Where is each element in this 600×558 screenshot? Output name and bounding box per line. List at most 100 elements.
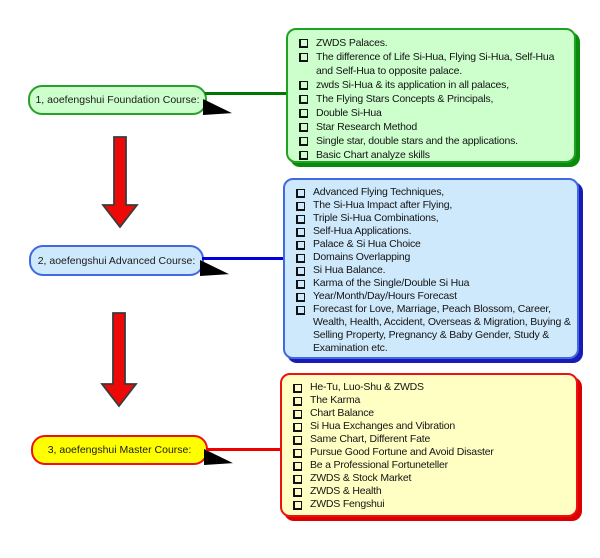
topic-item: The Karma xyxy=(293,394,570,407)
topic-text: Double Si-Hua xyxy=(316,107,382,119)
topic-item: ZWDS Palaces. xyxy=(299,36,568,50)
topic-item: Karma of the Single/Double Si Hua xyxy=(296,277,571,290)
topic-item: Year/Month/Day/Hours Forecast xyxy=(296,290,571,303)
topic-item: Forecast for Love, Marriage, Peach Bloss… xyxy=(296,303,571,355)
topic-text: ZWDS & Stock Market xyxy=(310,472,412,484)
topic-text: The Si-Hua Impact after Flying, xyxy=(313,199,453,211)
topic-text: Si Hua Balance. xyxy=(313,264,386,276)
topic-text: Be a Professional Fortuneteller xyxy=(310,459,448,471)
topic-item: Same Chart, Different Fate xyxy=(293,433,570,446)
master-topics-box: He-Tu, Luo-Shu & ZWDS The Karma Chart Ba… xyxy=(280,373,578,517)
topic-text: zwds Si-Hua & its application in all pal… xyxy=(316,79,509,91)
advanced-topics-list: Advanced Flying Techniques, The Si-Hua I… xyxy=(285,180,577,355)
foundation-connector-line xyxy=(205,92,288,95)
down-arrow-icon xyxy=(101,136,139,229)
topic-item: Si Hua Balance. xyxy=(296,264,571,277)
checkbox-bullet-icon xyxy=(296,240,305,250)
checkbox-bullet-icon xyxy=(296,214,305,224)
topic-text: The difference of Life Si-Hua, Flying Si… xyxy=(316,51,555,77)
checkbox-bullet-icon xyxy=(296,305,305,315)
topic-text: Forecast for Love, Marriage, Peach Bloss… xyxy=(313,303,571,354)
topic-text: The Flying Stars Concepts & Principals, xyxy=(316,93,494,105)
down-arrow-icon xyxy=(100,312,138,408)
topic-text: Triple Si-Hua Combinations, xyxy=(313,212,439,224)
topic-text: He-Tu, Luo-Shu & ZWDS xyxy=(310,381,424,393)
topic-text: Single star, double stars and the applic… xyxy=(316,135,518,147)
topic-item: ZWDS & Health xyxy=(293,485,570,498)
topic-text: The Karma xyxy=(310,394,361,406)
topic-item: Single star, double stars and the applic… xyxy=(299,134,568,148)
topic-item: ZWDS & Stock Market xyxy=(293,472,570,485)
topic-item: ZWDS Fengshui xyxy=(293,498,570,511)
topic-item: The difference of Life Si-Hua, Flying Si… xyxy=(299,50,568,78)
topic-item: Si Hua Exchanges and Vibration xyxy=(293,420,570,433)
foundation-course-callout: 1, aoefengshui Foundation Course: xyxy=(28,85,232,115)
checkbox-bullet-icon xyxy=(293,396,302,406)
topic-item: Chart Balance xyxy=(293,407,570,420)
advanced-connector-line xyxy=(202,257,285,260)
topic-item: Palace & Si Hua Choice xyxy=(296,238,571,251)
topic-text: Self-Hua Applications. xyxy=(313,225,412,237)
topic-item: Double Si-Hua xyxy=(299,106,568,120)
topic-item: Triple Si-Hua Combinations, xyxy=(296,212,571,225)
checkbox-bullet-icon xyxy=(299,80,308,90)
checkbox-bullet-icon xyxy=(293,409,302,419)
topic-text: ZWDS Fengshui xyxy=(310,498,385,510)
checkbox-bullet-icon xyxy=(299,52,308,62)
callout-tail-icon xyxy=(204,449,233,465)
checkbox-bullet-icon xyxy=(293,500,302,510)
topic-text: Palace & Si Hua Choice xyxy=(313,238,421,250)
topic-item: He-Tu, Luo-Shu & ZWDS xyxy=(293,381,570,394)
callout-tail-icon xyxy=(200,260,229,276)
callout-tail-icon xyxy=(203,99,232,115)
checkbox-bullet-icon xyxy=(299,94,308,104)
checkbox-bullet-icon xyxy=(293,383,302,393)
topic-item: Basic Chart analyze skills xyxy=(299,148,568,162)
topic-item: zwds Si-Hua & its application in all pal… xyxy=(299,78,568,92)
checkbox-bullet-icon xyxy=(296,266,305,276)
checkbox-bullet-icon xyxy=(296,279,305,289)
checkbox-bullet-icon xyxy=(296,292,305,302)
foundation-course-label: 1, aoefengshui Foundation Course: xyxy=(35,94,200,106)
checkbox-bullet-icon xyxy=(296,227,305,237)
topic-text: Same Chart, Different Fate xyxy=(310,433,431,445)
foundation-topics-box: ZWDS Palaces. The difference of Life Si-… xyxy=(286,28,576,163)
topic-text: Domains Overlapping xyxy=(313,251,411,263)
checkbox-bullet-icon xyxy=(293,448,302,458)
topic-item: Pursue Good Fortune and Avoid Disaster xyxy=(293,446,570,459)
checkbox-bullet-icon xyxy=(299,38,308,48)
master-course-callout: 3, aoefengshui Master Course: xyxy=(31,435,233,465)
topic-text: Si Hua Exchanges and Vibration xyxy=(310,420,455,432)
checkbox-bullet-icon xyxy=(299,122,308,132)
master-course-label: 3, aoefengshui Master Course: xyxy=(47,444,192,456)
topic-text: ZWDS & Health xyxy=(310,485,382,497)
master-connector-line xyxy=(206,448,282,451)
topic-item: Advanced Flying Techniques, xyxy=(296,186,571,199)
checkbox-bullet-icon xyxy=(299,150,308,160)
checkbox-bullet-icon xyxy=(293,461,302,471)
checkbox-bullet-icon xyxy=(299,108,308,118)
topic-item: Star Research Method xyxy=(299,120,568,134)
topic-text: Year/Month/Day/Hours Forecast xyxy=(313,290,457,302)
checkbox-bullet-icon xyxy=(293,422,302,432)
checkbox-bullet-icon xyxy=(293,487,302,497)
checkbox-bullet-icon xyxy=(296,188,305,198)
topic-text: Star Research Method xyxy=(316,121,418,133)
advanced-course-label: 2, aoefengshui Advanced Course: xyxy=(37,254,196,267)
topic-item: Self-Hua Applications. xyxy=(296,225,571,238)
checkbox-bullet-icon xyxy=(299,136,308,146)
checkbox-bullet-icon xyxy=(296,201,305,211)
checkbox-bullet-icon xyxy=(293,474,302,484)
master-topics-list: He-Tu, Luo-Shu & ZWDS The Karma Chart Ba… xyxy=(282,375,576,511)
topic-text: Advanced Flying Techniques, xyxy=(313,186,444,198)
topic-item: The Si-Hua Impact after Flying, xyxy=(296,199,571,212)
checkbox-bullet-icon xyxy=(293,435,302,445)
advanced-course-callout: 2, aoefengshui Advanced Course: xyxy=(29,245,229,276)
topic-text: ZWDS Palaces. xyxy=(316,37,388,49)
topic-item: The Flying Stars Concepts & Principals, xyxy=(299,92,568,106)
foundation-topics-list: ZWDS Palaces. The difference of Life Si-… xyxy=(288,30,574,162)
topic-text: Karma of the Single/Double Si Hua xyxy=(313,277,470,289)
checkbox-bullet-icon xyxy=(296,253,305,263)
topic-item: Domains Overlapping xyxy=(296,251,571,264)
